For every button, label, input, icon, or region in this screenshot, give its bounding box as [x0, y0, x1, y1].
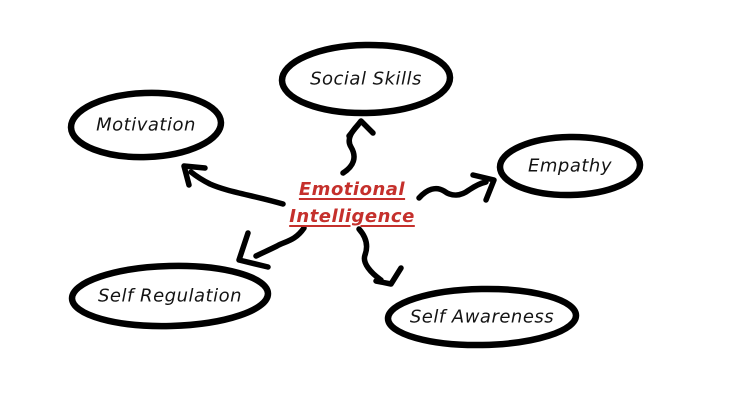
- node-label-motivation: Motivation: [96, 114, 196, 136]
- arrow-to-empathy: [416, 172, 497, 203]
- arrow-to-self-awareness: [356, 226, 404, 287]
- node-label-self-regulation: Self Regulation: [98, 285, 242, 307]
- node-ellipse-self-regulation: [68, 262, 272, 330]
- node-ellipse-self-awareness: [384, 285, 580, 349]
- center-topic-line2: Intelligence: [289, 206, 415, 227]
- center-topic: Emotional Intelligence: [289, 176, 415, 230]
- node-ellipse-empathy: [496, 133, 644, 199]
- node-label-social-skills: Social Skills: [310, 68, 422, 90]
- arrow-to-social-skills: [340, 118, 376, 176]
- node-label-self-awareness: Self Awareness: [409, 306, 555, 328]
- node-label-empathy: Empathy: [528, 155, 612, 177]
- node-ellipse-motivation: [67, 89, 225, 161]
- center-topic-line1: Emotional: [298, 179, 406, 200]
- node-ellipse-social-skills: [278, 41, 454, 117]
- arrow-to-self-regulation: [236, 225, 307, 270]
- arrow-to-motivation: [181, 163, 286, 207]
